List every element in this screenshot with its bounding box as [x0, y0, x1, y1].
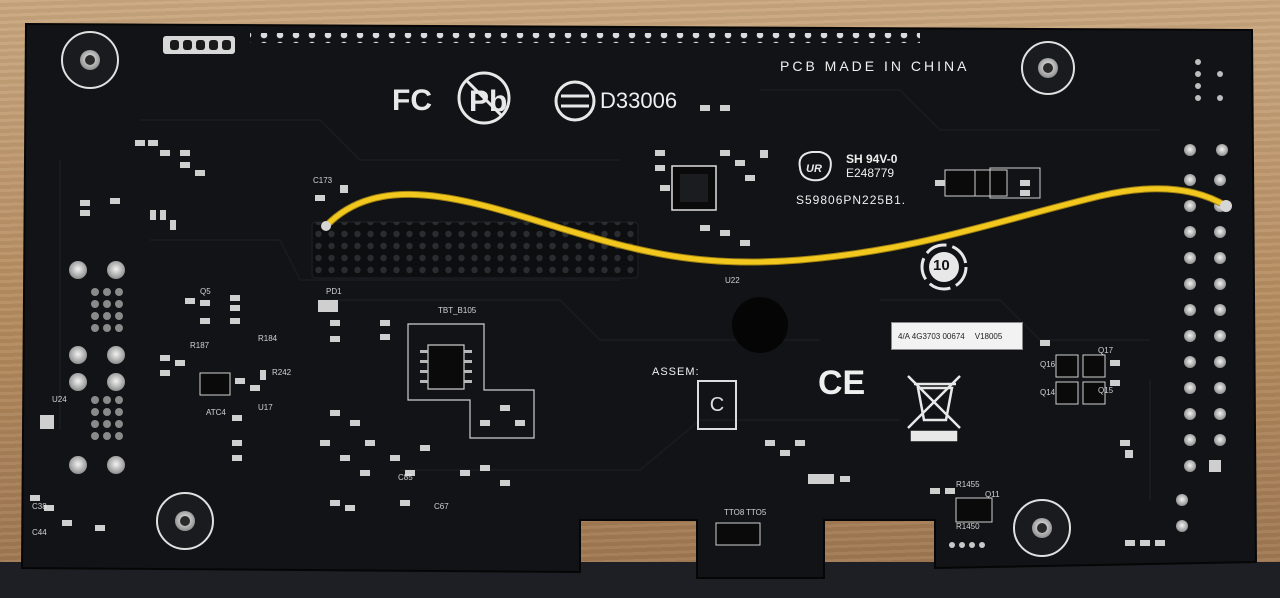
ref-label: U22	[725, 276, 740, 285]
solder-joint	[1220, 200, 1232, 212]
mounting-hole	[61, 31, 119, 89]
mounting-hole	[156, 492, 214, 550]
tbt-label: TBT_B105	[438, 306, 477, 315]
sticker-version: V18005	[974, 331, 1003, 341]
ref-label: PD1	[326, 287, 342, 296]
ref-label: Q14	[1040, 388, 1056, 397]
soic-chip	[420, 344, 472, 390]
rework-marks	[989, 167, 1041, 199]
assem-value: C	[709, 393, 725, 416]
ref-label: C38	[32, 502, 47, 511]
ul-file: E248779	[846, 166, 895, 180]
fcc-icon: FC	[392, 84, 432, 117]
ref-label: ATC4	[206, 408, 226, 417]
ref-label: Q17	[1098, 346, 1114, 355]
mosfet	[974, 169, 1008, 197]
assem-box: C	[697, 380, 737, 430]
ref-label: C173	[313, 176, 333, 185]
ref-label: R1455	[956, 480, 980, 489]
ref-label: U24	[52, 395, 67, 404]
ref-label: TTO5	[746, 508, 767, 517]
mounting-hole	[1021, 41, 1075, 95]
mounting-hole	[1013, 499, 1071, 557]
ref-label: C44	[32, 528, 47, 537]
ce-mark: CE	[818, 364, 866, 402]
sticker-code: 4/A 4G3703 00674	[898, 331, 965, 341]
ref-label: R242	[272, 368, 292, 377]
tbt-outline	[407, 323, 535, 439]
left-connector-pads	[69, 261, 125, 474]
ref-label: Q16	[1040, 360, 1056, 369]
ref-label: C67	[434, 502, 449, 511]
pb-free-icon: Pb	[457, 71, 511, 125]
ref-label: TTO8	[724, 508, 745, 517]
bottom-right-pads	[949, 542, 985, 548]
made-in-label: PCB MADE IN CHINA	[780, 58, 970, 74]
eco-10-icon	[920, 243, 968, 291]
ref-label: Q5	[200, 287, 211, 296]
mosfet	[199, 372, 231, 396]
ref-label: R187	[190, 341, 210, 350]
top-right-vias	[1195, 59, 1223, 101]
ref-label: C85	[398, 473, 413, 482]
eco-years: 10	[933, 257, 950, 274]
ref-label: R1450	[956, 522, 980, 531]
mosfet	[1082, 354, 1106, 378]
mosfet	[955, 497, 993, 523]
mosfet	[715, 522, 761, 546]
mosfet	[1082, 381, 1106, 405]
smd-components	[30, 105, 1165, 546]
left-connector-pins	[91, 288, 123, 440]
svg-text:FC: FC	[392, 84, 432, 117]
pcb-number: S59806PN225B1.	[796, 193, 907, 207]
serial-sticker: 4/A 4G3703 00674 V18005	[891, 322, 1023, 350]
ccc-icon	[554, 80, 596, 122]
mosfet	[944, 169, 978, 197]
trace-layer	[59, 89, 1160, 500]
ul-rating: SH 94V-0	[846, 152, 898, 166]
svg-text:UR: UR	[806, 163, 822, 175]
ref-label: Q15	[1098, 386, 1114, 395]
mosfet	[1055, 381, 1079, 405]
ul-recognized-icon: UR	[798, 151, 832, 182]
weee-bin-icon	[907, 375, 961, 442]
top-via-row	[250, 33, 920, 43]
board-hole	[732, 297, 788, 353]
ref-label: U17	[258, 403, 273, 412]
ref-label: R184	[258, 334, 278, 343]
mosfet	[1055, 354, 1079, 378]
cert-code: D33006	[600, 88, 678, 113]
assem-label: ASSEM:	[652, 366, 700, 378]
qfn-chip	[671, 165, 717, 211]
solder-joint	[321, 221, 331, 231]
ref-label: Q11	[985, 490, 1000, 499]
